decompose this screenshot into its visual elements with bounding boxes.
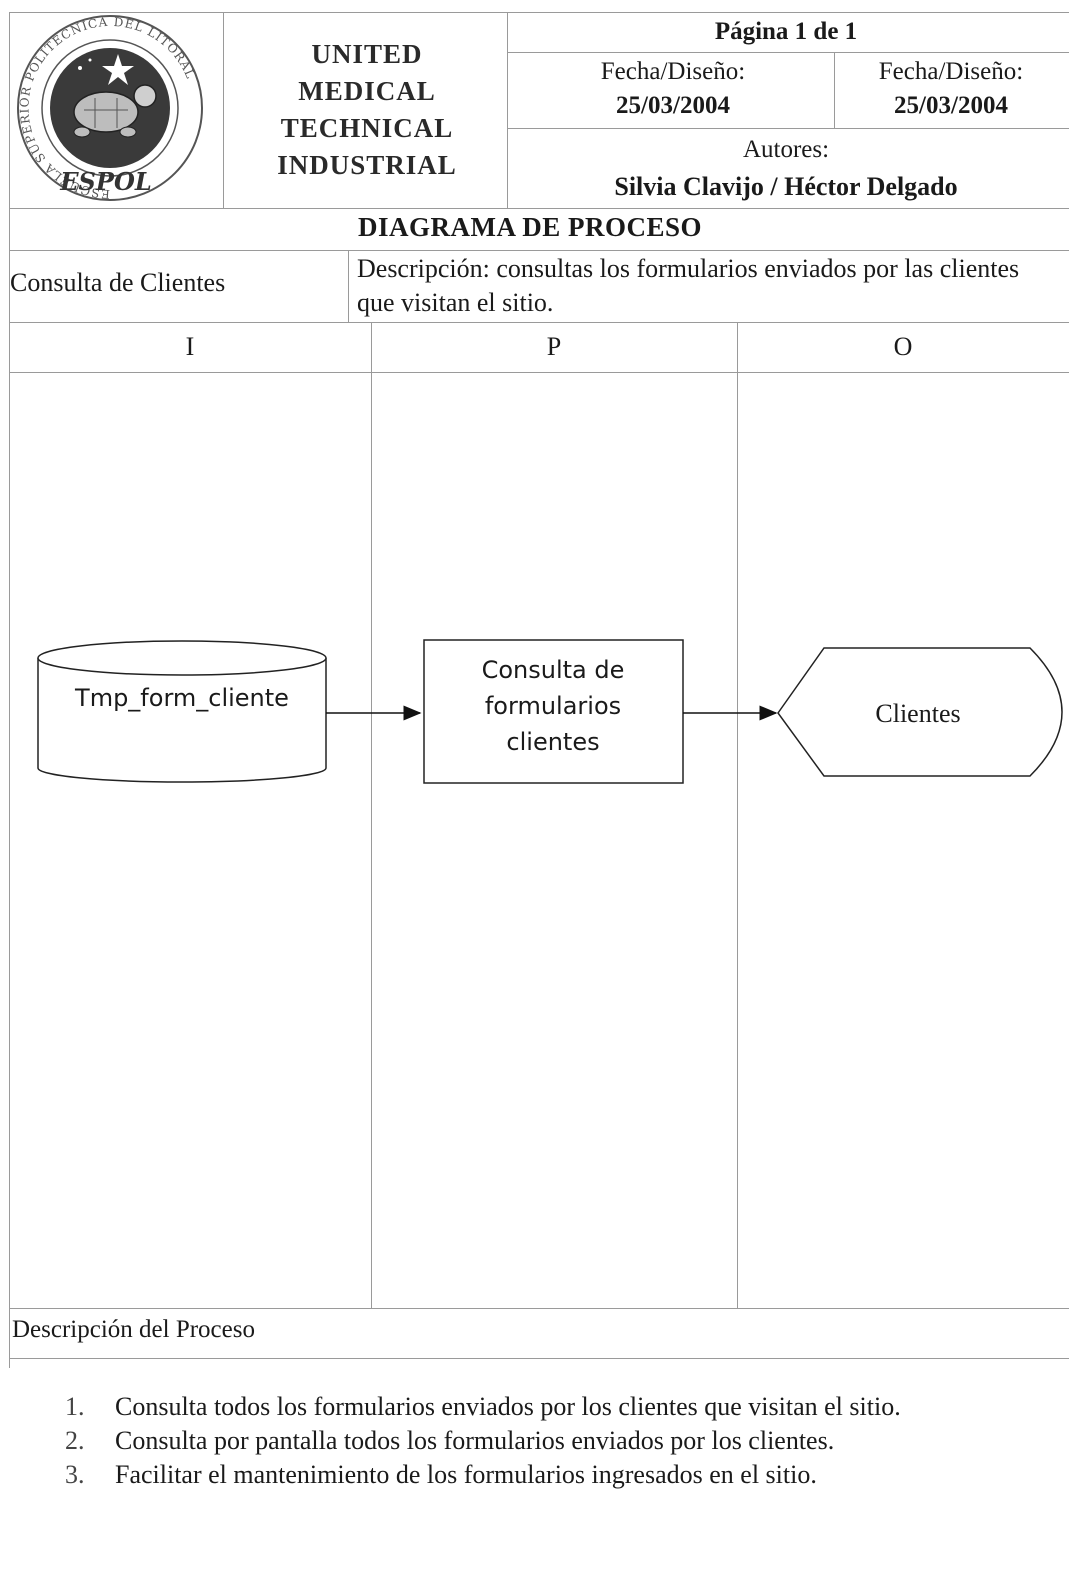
step-text: Facilitar el mantenimiento de los formul… bbox=[115, 1460, 817, 1489]
steps-list: 1. Consulta todos los formularios enviado… bbox=[65, 1390, 1025, 1492]
header-bottom-border bbox=[9, 208, 1069, 209]
fecha-left-label: Fecha/Diseño: bbox=[600, 58, 746, 85]
top-border bbox=[9, 12, 1069, 13]
step-number: 1. bbox=[65, 1392, 85, 1421]
list-item: 2. Consulta por pantalla todos los formul… bbox=[65, 1424, 1025, 1458]
process-row-border bbox=[9, 322, 1069, 323]
title-row-border bbox=[9, 250, 1069, 251]
list-item: 3. Facilitar el mantenimiento de los form… bbox=[65, 1458, 1025, 1492]
process-description-label: Descripción del Proceso bbox=[12, 1316, 255, 1343]
step-text: Consulta por pantalla todos los formular… bbox=[115, 1426, 835, 1455]
column-head-process: P bbox=[546, 332, 562, 361]
company-divider bbox=[507, 12, 508, 208]
column-head-output: O bbox=[893, 332, 913, 361]
step-number: 2. bbox=[65, 1426, 85, 1455]
column-head-border bbox=[9, 372, 1069, 373]
page-number: Página 1 de 1 bbox=[714, 18, 858, 45]
autores-value: Silvia Clavijo / Héctor Delgado bbox=[614, 172, 958, 201]
column-divider-po bbox=[737, 322, 738, 1308]
description-label-border bbox=[9, 1358, 1069, 1359]
fecha-left-value: 25/03/2004 bbox=[616, 92, 730, 119]
page-row-border bbox=[507, 52, 1069, 53]
fecha-right-label: Fecha/Diseño: bbox=[878, 58, 1024, 85]
diagram-bottom-border bbox=[9, 1308, 1069, 1309]
column-divider-ip bbox=[371, 322, 372, 1308]
logo-divider bbox=[223, 12, 224, 208]
company-line: INDUSTRIAL bbox=[277, 150, 457, 180]
list-item: 1. Consulta todos los formularios enviado… bbox=[65, 1390, 1025, 1424]
autores-label: Autores: bbox=[742, 136, 830, 163]
left-border bbox=[9, 12, 10, 1368]
company-line: TECHNICAL bbox=[280, 113, 454, 143]
process-name: Consulta de Clientes bbox=[10, 268, 226, 297]
step-number: 3. bbox=[65, 1460, 85, 1489]
company-line: UNITED bbox=[311, 39, 423, 69]
column-head-input: I bbox=[185, 332, 195, 361]
company-line: MEDICAL bbox=[298, 76, 436, 106]
company-name: UNITED MEDICAL TECHNICAL INDUSTRIAL bbox=[226, 36, 508, 184]
fecha-divider bbox=[834, 52, 835, 128]
fecha-row-border bbox=[507, 128, 1069, 129]
document-frame bbox=[9, 12, 1069, 1572]
fecha-right-value: 25/03/2004 bbox=[894, 92, 1008, 119]
process-description: Descripción: consultas los formularios e… bbox=[357, 254, 1020, 317]
diagram-title: DIAGRAMA DE PROCESO bbox=[357, 212, 703, 242]
process-name-divider bbox=[348, 250, 349, 322]
step-text: Consulta todos los formularios enviados … bbox=[115, 1392, 901, 1421]
